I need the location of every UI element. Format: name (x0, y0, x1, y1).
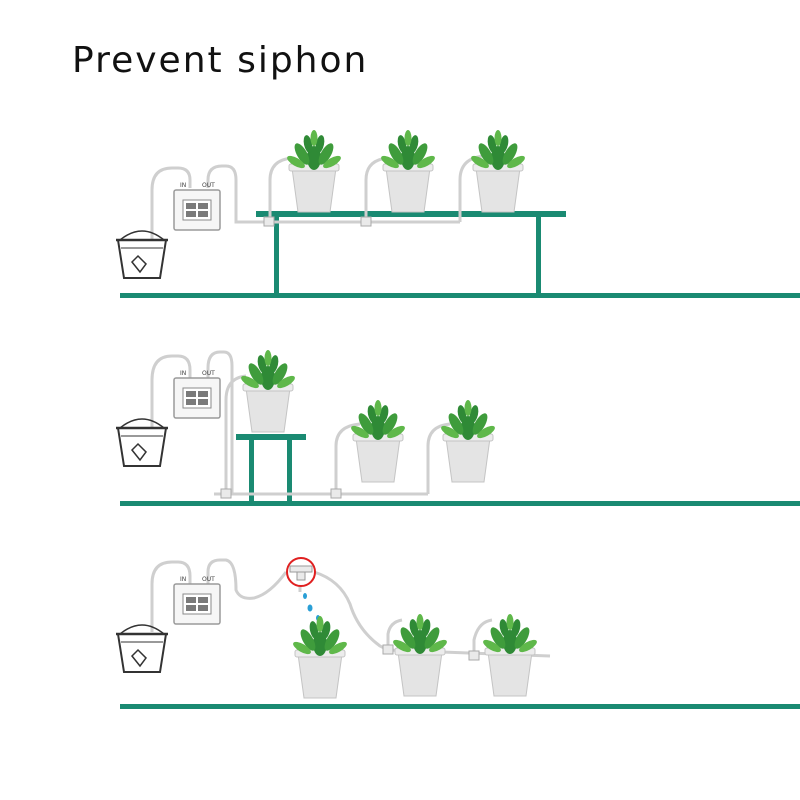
potted-plant (480, 613, 540, 697)
ground-line (120, 704, 800, 709)
table-leg (536, 217, 541, 295)
small-stool-top (236, 434, 306, 440)
pump-box: IN OUT (173, 182, 221, 231)
ground-line (120, 293, 800, 298)
tee-connector (360, 216, 372, 227)
pump-box: IN OUT (173, 370, 221, 419)
water-drips (303, 593, 320, 621)
water-bucket (114, 229, 170, 280)
potted-plant (238, 349, 298, 433)
water-bucket (114, 417, 170, 468)
ground-line (120, 501, 800, 506)
pump-out-label: OUT (202, 370, 215, 377)
anti-siphon-valve (286, 557, 316, 587)
potted-plant (468, 129, 528, 213)
pump-out-label: OUT (202, 576, 215, 583)
stool-leg (249, 440, 254, 502)
potted-plant (284, 129, 344, 213)
scene-anti-siphon-valve: IN OUT (114, 557, 800, 709)
scene-stand-low: IN OUT (114, 349, 800, 506)
potted-plant (438, 399, 498, 483)
pump-in-label: IN (180, 370, 186, 377)
potted-plant (390, 613, 450, 697)
scene-stand-high: IN OUT (114, 129, 800, 298)
tee-connector (382, 644, 394, 655)
potted-plant (378, 129, 438, 213)
tee-connector (468, 650, 480, 661)
pump-in-label: IN (180, 576, 186, 583)
potted-plant (348, 399, 408, 483)
water-bucket (114, 623, 170, 674)
pump-out-label: OUT (202, 182, 215, 189)
tubing (150, 350, 451, 496)
pump-in-label: IN (180, 182, 186, 189)
potted-plant (290, 615, 350, 699)
tee-connector (263, 216, 275, 227)
stool-leg (287, 440, 292, 502)
page-title: Prevent siphon (72, 40, 369, 81)
pump-box: IN OUT (173, 576, 221, 625)
table-leg (274, 217, 279, 295)
tee-connector (330, 488, 342, 499)
table-top (256, 211, 566, 217)
tee-connector (220, 488, 232, 499)
